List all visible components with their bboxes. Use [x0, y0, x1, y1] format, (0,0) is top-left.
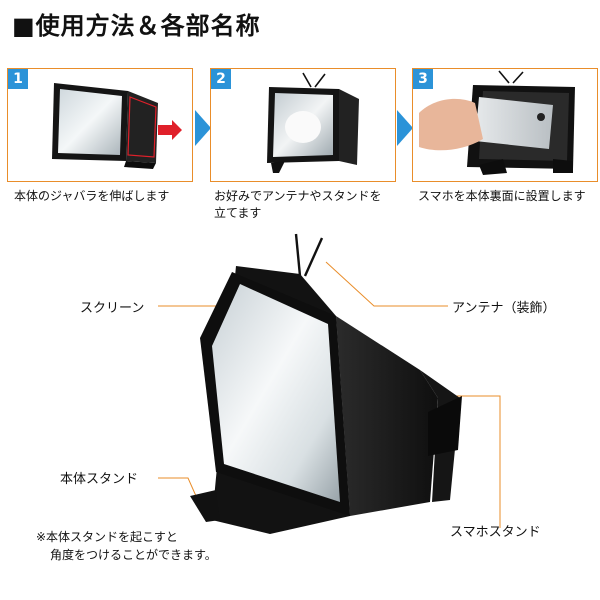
- main-product-diagram: [158, 233, 501, 534]
- step-arrow-1-icon: [195, 110, 211, 146]
- screen-lens: [212, 284, 340, 502]
- antenna-left: [294, 233, 302, 277]
- step-2-caption-line1: お好みでアンテナやスタンドを: [214, 189, 382, 203]
- stand-note: ※本体スタンドを起こすと 角度をつけることができます。: [36, 528, 217, 564]
- body-stand-label: 本体スタンド: [60, 472, 139, 487]
- phone-stand: [428, 396, 462, 456]
- step-1-product-image: [52, 83, 182, 169]
- step-2-caption: お好みでアンテナやスタンドを 立てます: [214, 188, 382, 222]
- step-1-panel: 1: [7, 68, 193, 182]
- step-2-product-image: [267, 72, 359, 173]
- step-2-caption-line2: 立てます: [214, 206, 262, 220]
- page-title: ■使用方法＆各部名称: [12, 12, 261, 40]
- stand-note-line2: 角度をつけることができます。: [50, 548, 217, 562]
- phone-stand-label: スマホスタンド: [450, 525, 541, 540]
- housing-body: [336, 316, 438, 516]
- antenna-label: アンテナ（装飾）: [452, 301, 556, 316]
- step-3-panel: 3: [412, 68, 598, 182]
- step-2-panel: 2: [210, 68, 396, 182]
- step-3-badge: 3: [413, 69, 433, 89]
- step-1-badge: 1: [8, 69, 28, 89]
- step-3-product-image: [419, 70, 575, 175]
- antenna-right: [303, 237, 324, 277]
- step-arrow-2-icon: [397, 110, 413, 146]
- step-3-caption: スマホを本体裏面に設置します: [418, 189, 586, 203]
- step-2-badge: 2: [211, 69, 231, 89]
- step-1-caption: 本体のジャバラを伸ばします: [14, 189, 170, 203]
- body-stand: [190, 490, 220, 522]
- stand-note-line1: ※本体スタンドを起こすと: [36, 530, 178, 544]
- screen-label: スクリーン: [80, 301, 145, 316]
